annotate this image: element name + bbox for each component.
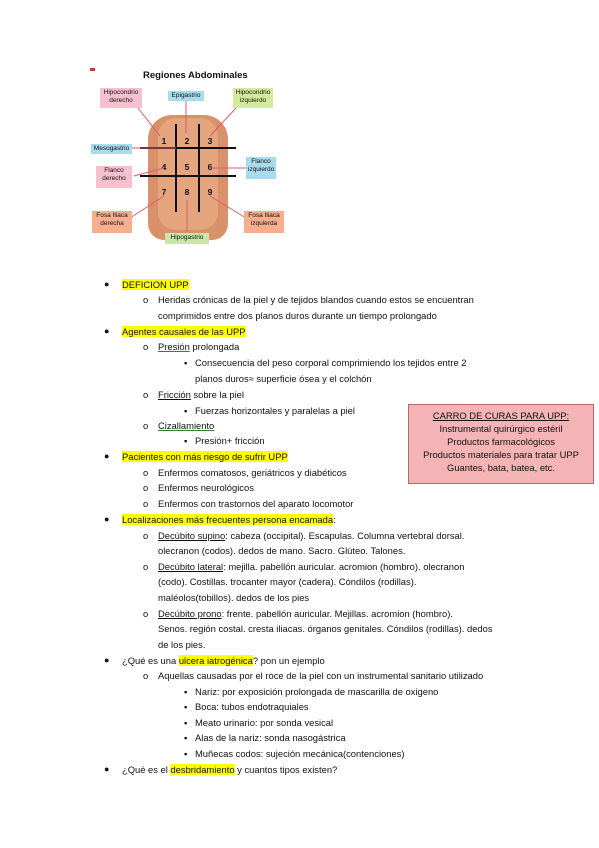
presion-item: Presión prolongada bbox=[158, 341, 240, 352]
label-hipocondrio-derecho: Hipocondrio derecho bbox=[100, 88, 142, 108]
friccion-line: Fuerzas horizontales y paralelas a piel bbox=[195, 405, 355, 416]
presion-line-2: planos duros≈ superficie ósea y el colch… bbox=[195, 373, 372, 384]
region-number-4: 4 bbox=[161, 162, 167, 172]
box-line-2: Productos farmacológicos bbox=[447, 436, 555, 447]
supino-line-1: Decúbito supino: cabeza (occipital). Esc… bbox=[158, 530, 465, 541]
grid-line-h1 bbox=[140, 147, 236, 149]
subsub-bullet-icon: ▪ bbox=[184, 701, 188, 712]
label-flanco-izquierdo: Flanco izquierdo bbox=[246, 157, 276, 179]
heading-localizaciones: Localizaciones más frecuentes persona en… bbox=[122, 514, 336, 525]
prono-line-2: Senos. región costal. cresta iliacas. ór… bbox=[158, 623, 493, 634]
cizallamiento-item: Cizallamiento bbox=[158, 420, 215, 431]
sub-bullet-icon: o bbox=[143, 608, 149, 619]
iatrogenica-item-3: Meato urinario: por sonda vesical bbox=[195, 717, 334, 728]
sub-bullet-icon: o bbox=[143, 467, 149, 478]
figure-arrows bbox=[129, 101, 247, 232]
red-mark bbox=[90, 68, 95, 71]
question-iatrogenica: ¿Qué es una ulcera iatrogénica? pon un e… bbox=[122, 655, 325, 666]
supino-line-2: olecranon (codos). dedos de mano. Sacro.… bbox=[158, 545, 406, 556]
box-line-1: Instrumental quirúrgico estéril bbox=[439, 423, 563, 434]
bullet-icon: ● bbox=[104, 655, 110, 665]
iatrogenica-item-4: Alas de la nariz: sonda nasogástrica bbox=[195, 732, 346, 743]
bullet-icon: ● bbox=[104, 764, 110, 774]
sub-bullet-icon: o bbox=[143, 389, 149, 400]
definicion-line-1: Heridas crónicas de la piel y de tejidos… bbox=[158, 294, 474, 305]
sub-bullet-icon: o bbox=[143, 482, 149, 493]
sub-bullet-icon: o bbox=[143, 530, 149, 541]
iatrogenica-item-1: Nariz: por exposición prolongada de masc… bbox=[195, 686, 439, 697]
bullet-icon: ● bbox=[104, 451, 110, 461]
region-number-6: 6 bbox=[207, 162, 213, 172]
grid-line-h2 bbox=[140, 175, 236, 177]
iatrogenica-answer: Aquellas causadas por el roce de la piel… bbox=[158, 670, 484, 681]
friccion-item: Fricción sobre la piel bbox=[158, 389, 244, 400]
bullet-icon: ● bbox=[104, 279, 110, 289]
lateral-line-1: Decúbito lateral: mejilla. pabellón auri… bbox=[158, 561, 465, 572]
definicion-line-2: comprimidos entre dos planos duros duran… bbox=[158, 310, 437, 321]
question-desbridamiento: ¿Qué es el desbridamiento y cuantos tipo… bbox=[122, 764, 338, 775]
subsub-bullet-icon: ▪ bbox=[184, 686, 188, 697]
label-hipocondrio-izquierdo: Hipocondrio izquierdo bbox=[233, 88, 273, 108]
pacientes-item-1: Enfermos comatosos, geriátricos y diabét… bbox=[158, 467, 347, 478]
heading-pacientes: Pacientes con más riesgo de sufrir UPP bbox=[122, 451, 288, 462]
sub-bullet-icon: o bbox=[143, 670, 149, 681]
sub-bullet-icon: o bbox=[143, 420, 149, 431]
bullet-icon: ● bbox=[104, 514, 110, 524]
sub-bullet-icon: o bbox=[143, 294, 149, 305]
subsub-bullet-icon: ▪ bbox=[184, 748, 188, 759]
bullet-icon: ● bbox=[104, 326, 110, 336]
heading-agentes: Agentes causales de las UPP bbox=[122, 326, 246, 337]
label-flanco-derecho: Flanco derecho bbox=[96, 166, 132, 188]
label-mesogastrio: Mesogastrio bbox=[91, 144, 132, 154]
subsub-bullet-icon: ▪ bbox=[184, 717, 188, 728]
region-number-5: 5 bbox=[184, 162, 190, 172]
region-number-8: 8 bbox=[184, 187, 190, 197]
sub-bullet-icon: o bbox=[143, 498, 149, 509]
region-number-2: 2 bbox=[184, 136, 190, 146]
box-line-4: Guantes, bata, batea, etc. bbox=[447, 462, 555, 473]
pacientes-item-2: Enfermos neurológicos bbox=[158, 482, 254, 493]
region-number-1: 1 bbox=[161, 136, 167, 146]
label-fosa-iliaca-izquierda: Fosa Iliaca izquierda bbox=[244, 211, 284, 233]
subsub-bullet-icon: ▪ bbox=[184, 435, 188, 446]
subsub-bullet-icon: ▪ bbox=[184, 732, 188, 743]
pacientes-item-3: Enfermos con trastornos del aparato loco… bbox=[158, 498, 354, 509]
figure-title: Regiones Abdominales bbox=[143, 70, 248, 81]
iatrogenica-item-5: Muñecas codos: sujeción mecánica(contenc… bbox=[195, 748, 405, 759]
sub-bullet-icon: o bbox=[143, 341, 149, 352]
carro-curas-box: CARRO DE CURAS PARA UPP: Instrumental qu… bbox=[408, 404, 594, 484]
region-number-3: 3 bbox=[207, 136, 213, 146]
box-title: CARRO DE CURAS PARA UPP: bbox=[432, 410, 570, 421]
sub-bullet-icon: o bbox=[143, 561, 149, 572]
lateral-line-2: (codo). Costillas. trocanter mayor (cade… bbox=[158, 576, 417, 587]
torso-shade bbox=[158, 118, 218, 230]
grid-line-v2 bbox=[198, 124, 200, 212]
iatrogenica-item-2: Boca: tubos endotraquiales bbox=[195, 701, 309, 712]
prono-line-3: de los pies. bbox=[158, 639, 206, 650]
presion-line-1: Consecuencia del peso corporal comprimie… bbox=[195, 357, 467, 368]
prono-line-1: Decúbito prono: frente. pabellón auricul… bbox=[158, 608, 453, 619]
box-line-3: Productos materiales para tratar UPP bbox=[423, 449, 579, 460]
subsub-bullet-icon: ▪ bbox=[184, 405, 188, 416]
cizallamiento-line: Presión+ fricción bbox=[195, 435, 265, 446]
label-fosa-iliaca-derecha: Fosa Iliaca derecha bbox=[92, 211, 132, 233]
lateral-line-3: maléolos(tobillos). dedos de los pies bbox=[158, 592, 310, 603]
heading-definicion: DEFICION UPP bbox=[122, 279, 189, 290]
subsub-bullet-icon: ▪ bbox=[184, 357, 188, 368]
label-hipogastrio: Hipogastrio bbox=[165, 233, 209, 244]
label-epigastrio: Epigastrio bbox=[168, 91, 204, 101]
region-number-9: 9 bbox=[207, 187, 213, 197]
grid-line-v1 bbox=[175, 124, 177, 212]
region-number-7: 7 bbox=[161, 187, 167, 197]
